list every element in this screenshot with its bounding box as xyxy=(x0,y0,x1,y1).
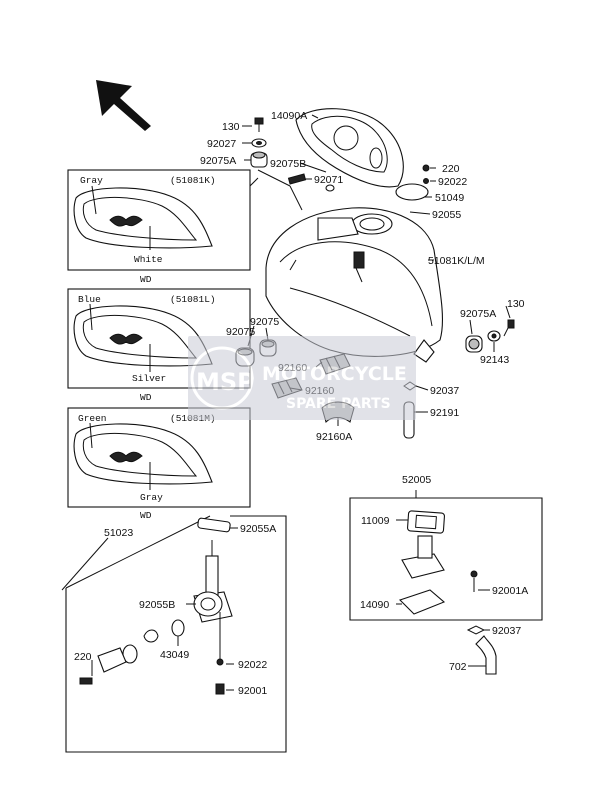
part-label: 220 xyxy=(74,651,92,663)
part-label: 702 xyxy=(449,661,467,673)
variant-body-color: Gray xyxy=(140,492,163,503)
variant-stripe-color: Green xyxy=(78,413,107,424)
part-label: 92075A xyxy=(200,155,236,167)
watermark-line1: MOTORCYCLE xyxy=(262,363,407,385)
part-label: 92022 xyxy=(238,659,267,671)
fuel-tank xyxy=(265,207,444,363)
part-label: 51023 xyxy=(104,527,133,539)
screw-220-top xyxy=(422,164,430,184)
part-label: 92022 xyxy=(438,176,467,188)
watermark-badge: MSP xyxy=(196,368,255,396)
part-label: 52005 xyxy=(402,474,431,486)
leader-lines xyxy=(91,114,511,691)
part-label: 92075A xyxy=(460,308,496,320)
variant-mark: WD xyxy=(140,510,152,521)
part-label: 92191 xyxy=(430,407,459,419)
damper-92075a-right xyxy=(465,335,483,353)
part-label: 92071 xyxy=(314,174,343,186)
washer-92027 xyxy=(251,138,267,148)
front-direction-arrow-icon xyxy=(96,80,151,131)
part-label: 130 xyxy=(222,121,240,133)
fuel-level-sensor-group xyxy=(349,497,543,675)
variant-stripe-color: Gray xyxy=(80,175,103,186)
part-label: 51081K/L/M xyxy=(428,255,485,267)
collar-92143 xyxy=(487,330,501,342)
variant-mark: WD xyxy=(140,274,152,285)
variant-code: (51081K) xyxy=(170,175,216,186)
variant-body-color: Silver xyxy=(132,373,166,384)
part-label: 92001 xyxy=(238,685,267,697)
part-label: 130 xyxy=(507,298,525,310)
variant-code: (51081L) xyxy=(170,294,216,305)
part-label: 92037 xyxy=(492,625,521,637)
part-label: 92075 xyxy=(250,316,279,328)
variant-mark: WD xyxy=(140,392,152,403)
watermark-line2: SPARE PARTS xyxy=(286,396,391,412)
meter-cover xyxy=(295,108,429,201)
part-label: 92143 xyxy=(480,354,509,366)
part-label: 43049 xyxy=(160,649,189,661)
part-label: 14090A xyxy=(271,110,307,122)
part-label: 51049 xyxy=(435,192,464,204)
variant-box-2: Blue (51081L) Silver WD xyxy=(67,288,251,403)
bolt-130 xyxy=(254,117,264,132)
part-label: 92027 xyxy=(207,138,236,150)
part-label: 92075 xyxy=(226,326,255,338)
part-label: 92037 xyxy=(430,385,459,397)
part-label: 14090 xyxy=(360,599,389,611)
damper-92075a-top xyxy=(250,151,268,168)
variant-body-color: White xyxy=(134,254,163,265)
part-label: 11009 xyxy=(361,515,390,527)
variant-box-3: Green (51081M) Gray WD xyxy=(67,407,251,521)
part-label: 92055A xyxy=(240,523,276,535)
part-label: 92055B xyxy=(139,599,175,611)
variant-box-1: Gray (51081K) White WD xyxy=(67,169,251,285)
variant-stripe-color: Blue xyxy=(78,294,101,305)
stud-92071 xyxy=(287,173,307,185)
fuel-valve-group xyxy=(61,515,287,753)
part-label: 92001A xyxy=(492,585,528,597)
part-label: 92075B xyxy=(270,158,306,170)
part-label: 92160A xyxy=(316,431,352,443)
part-label: 220 xyxy=(442,163,460,175)
part-label: 92055 xyxy=(432,209,461,221)
watermark: MSP MOTORCYCLE SPARE PARTS xyxy=(188,336,416,420)
bolt-130-right xyxy=(503,319,515,337)
